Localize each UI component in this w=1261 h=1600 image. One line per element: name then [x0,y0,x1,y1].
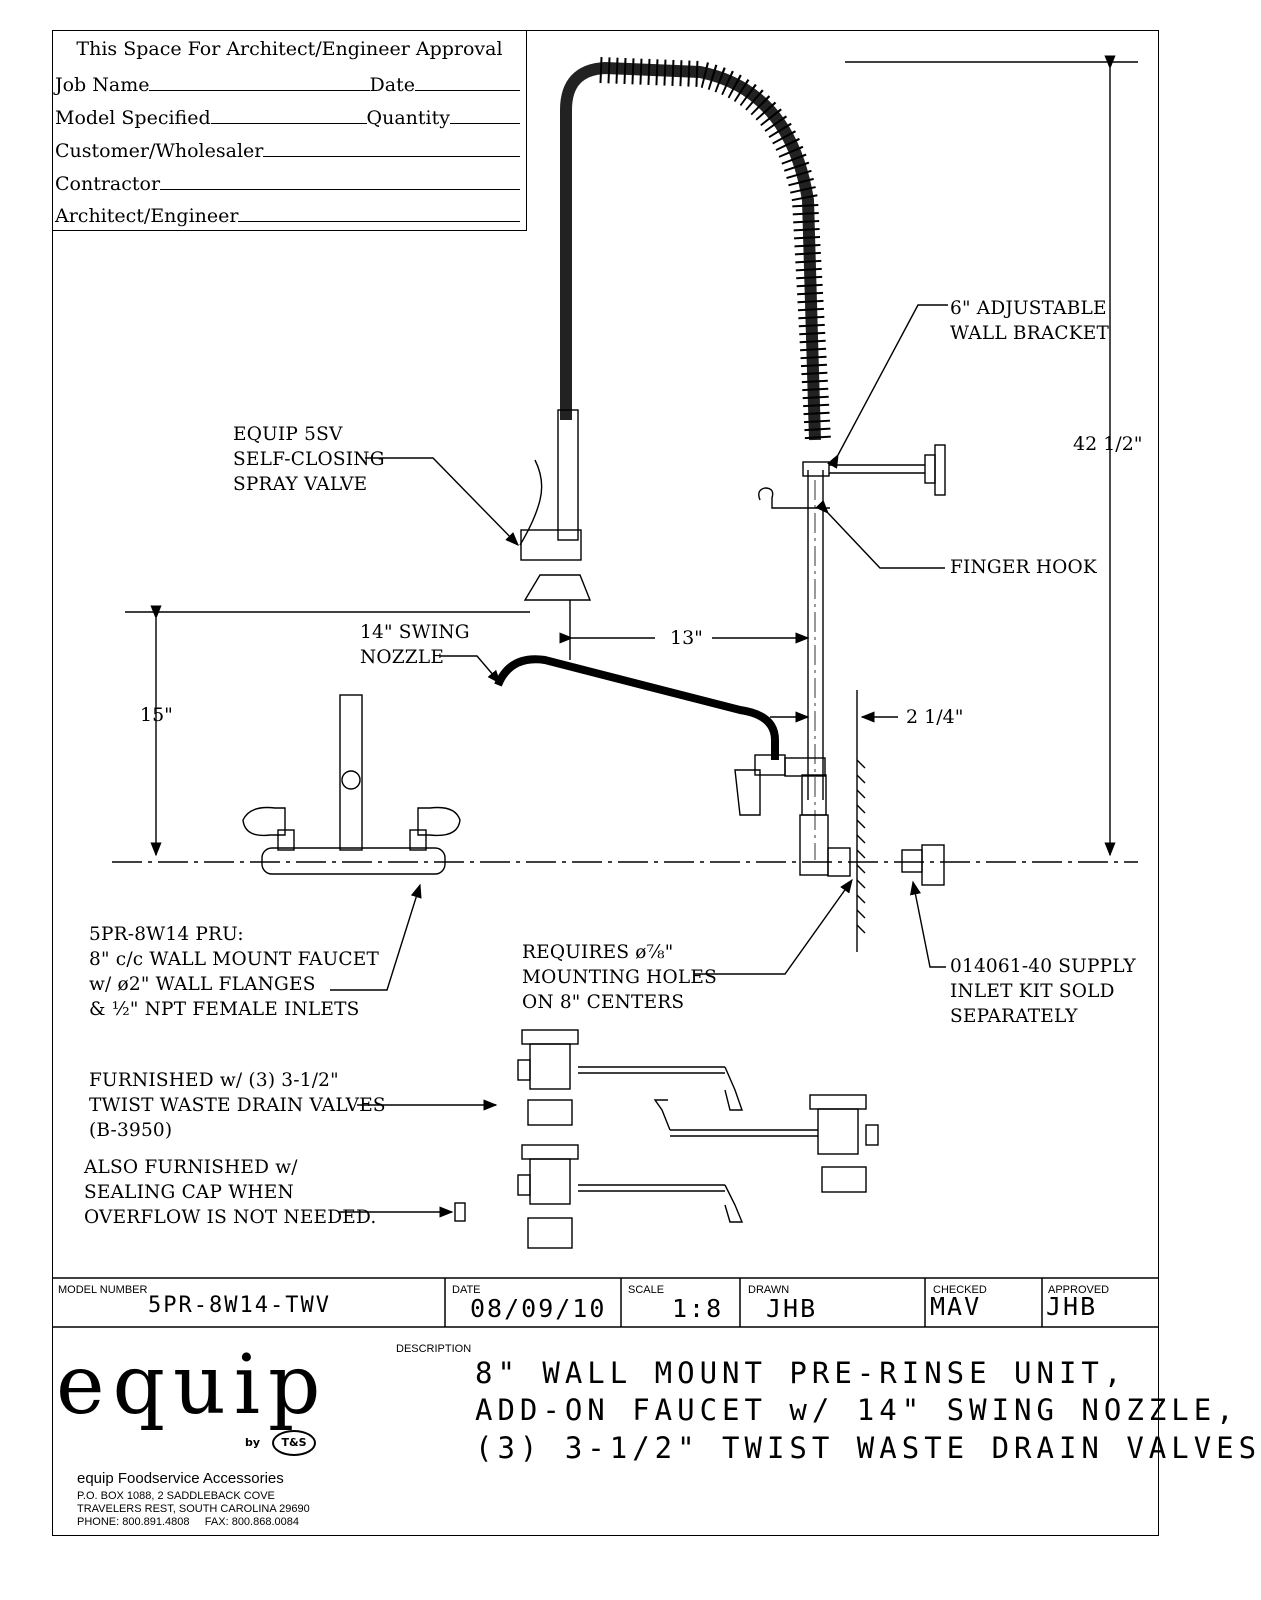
spray-valve-handle [519,459,543,546]
description-line-1: 8" WALL MOUNT PRE-RINSE UNIT, [475,1356,1127,1390]
customer-row: Customer/Wholesaler [55,134,520,162]
bracket-wall-plate [934,444,946,496]
checked-label: CHECKED [933,1284,987,1296]
model-specified-field[interactable] [210,123,367,124]
wall-flange-right [827,847,851,877]
spray-valve-body [557,409,579,541]
right-stem [409,829,427,851]
approved-label: APPROVED [1048,1284,1110,1296]
spray-valve-leader [365,457,519,547]
checked-value: MAV [930,1292,982,1321]
finger-hook-leader [815,499,945,569]
architect-field[interactable] [238,221,520,222]
company-address-2: TRAVELERS REST, SOUTH CAROLINA 29690 [77,1503,310,1515]
riser-stub [339,694,363,851]
contractor-label: Contractor [55,173,161,195]
left-lever-handle [242,806,286,837]
sealing-cap [454,1202,466,1222]
supply-inlet-body [921,844,945,886]
drain-valve-1 [517,1029,743,1126]
contractor-row: Contractor [55,167,520,195]
bracket-collar [802,461,830,477]
customer-field[interactable] [263,156,520,157]
dim-height-label: 42 1/2" [1073,433,1143,455]
title-block-grid [52,1277,1159,1328]
approval-title: This Space For Architect/Engineer Approv… [76,38,503,60]
callout-drain-valves: FURNISHED w/ (3) 3-1/2" TWIST WASTE DRAI… [89,1070,386,1141]
model-row: Model Specified Quantity [55,101,520,129]
architect-label: Architect/Engineer [55,205,239,227]
callout-supply-kit: 014061-40 SUPPLY INLET KIT SOLD SEPARATE… [950,956,1136,1027]
job-name-row: Job Name Date [55,68,520,96]
callout-wall-bracket: 6" ADJUSTABLE WALL BRACKET [950,298,1110,344]
addon-faucet-handle [734,769,761,816]
approved-value: JHB [1046,1292,1098,1321]
approval-box: This Space For Architect/Engineer Approv… [52,30,527,231]
date-label: Date [369,74,415,96]
company-name: equip Foodservice Accessories [77,1470,284,1487]
drain-valve-2 [653,1094,879,1193]
architect-row: Architect/Engineer [55,199,520,227]
callout-swing-nozzle: 14" SWING NOZZLE [360,622,470,668]
date-value: 08/09/10 [470,1294,607,1323]
job-name-field[interactable] [149,90,370,91]
drawn-value: JHB [766,1294,818,1323]
drawing-sheet-border [52,30,1159,1536]
spray-valve-head [520,529,582,561]
riser-valve [341,770,361,790]
quantity-label: Quantity [366,107,450,129]
pru-leader [330,883,422,991]
addon-body [784,757,826,777]
dim-reach-label: 13" [670,627,703,649]
date-field-label: DATE [452,1284,481,1296]
company-address-1: P.O. BOX 1088, 2 SADDLEBACK COVE [77,1490,275,1502]
scale-label: SCALE [628,1284,665,1296]
callout-sealing-cap: ALSO FURNISHED w/ SEALING CAP WHEN OVERF… [84,1157,377,1228]
mounting-leader [695,878,853,975]
callout-spray-valve: EQUIP 5SV SELF-CLOSING SPRAY VALVE [233,424,385,495]
ts-logo-icon: T&S [272,1430,316,1456]
swing-nozzle [494,655,779,760]
supply-inlet-nut [901,849,923,873]
description-label: DESCRIPTION [396,1343,472,1355]
scale-value: 1:8 [672,1294,724,1323]
customer-label: Customer/Wholesaler [55,140,264,162]
drawn-label: DRAWN [748,1284,790,1296]
wall-hatch [856,759,866,934]
dim-spout-height-label: 15" [140,704,173,726]
model-number: 5PR-8W14-TWV [148,1293,331,1318]
left-stem [277,829,295,851]
date-field[interactable] [415,90,520,91]
nozzle-leader [440,655,501,685]
model-specified-label: Model Specified [55,107,211,129]
finger-hook [758,487,830,509]
callout-finger-hook: FINGER HOOK [950,557,1097,578]
model-number-label: MODEL NUMBER [58,1284,148,1296]
wall-elbow [799,814,829,876]
quantity-field[interactable] [450,123,520,124]
description-line-3: (3) 3-1/2" TWIST WASTE DRAIN VALVES [475,1431,1261,1465]
drain-valve-3 [517,1144,744,1249]
description-line-2: ADD-ON FAUCET w/ 14" SWING NOZZLE, [475,1393,1239,1427]
callout-mounting-holes: REQUIRES ø⅞" MOUNTING HOLES ON 8" CENTER… [522,942,717,1013]
company-phone-fax: PHONE: 800.891.4808 FAX: 800.868.0084 [77,1516,299,1528]
equip-logo: equip [56,1338,329,1433]
bracket-flange [924,454,936,484]
logo-by: by [245,1436,261,1449]
dim-offset-label: 2 1/4" [906,706,964,728]
callout-pru: 5PR-8W14 PRU: 8" c/c WALL MOUNT FAUCET w… [89,924,379,1020]
job-name-label: Job Name [55,74,150,96]
bracket-leader [827,304,948,469]
supply-leader [909,880,946,968]
right-lever-handle [417,806,461,837]
faucet-body [261,847,446,875]
contractor-field[interactable] [160,189,520,190]
hose [560,61,821,441]
spray-valve-face [523,574,592,601]
hose-spring [599,57,831,441]
